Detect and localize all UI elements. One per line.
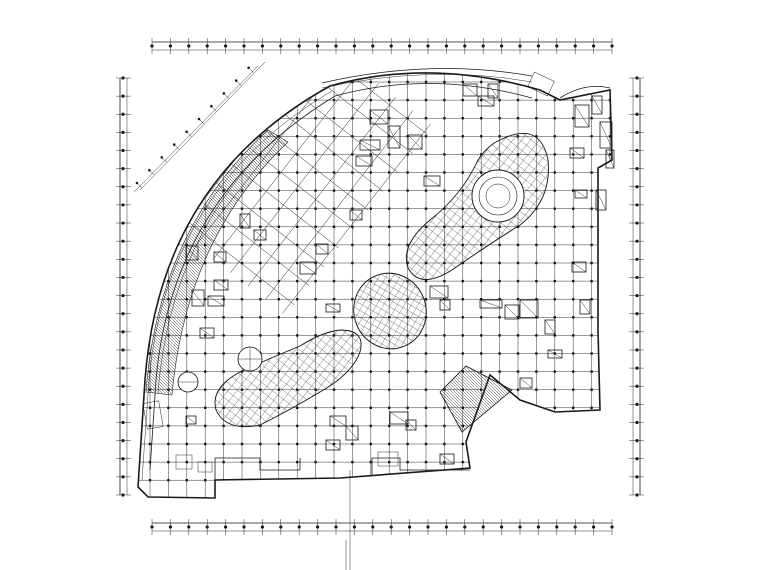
atrium-ring [471,169,525,223]
core-blocks [185,83,615,465]
roof-arc [142,68,611,430]
south-facade-details [175,451,470,480]
round-stair-elements [177,346,263,393]
top-dimension-chain [150,38,614,54]
upper-left-tags [133,61,266,193]
bottom-dimension-chain [150,519,614,535]
atrium-lower-left [214,329,362,428]
right-dimension-chain [629,76,644,497]
curtain-wall-band [145,129,289,396]
atrium-center [353,272,427,350]
left-dimension-chain [116,76,131,497]
atrium-voids [214,132,549,433]
